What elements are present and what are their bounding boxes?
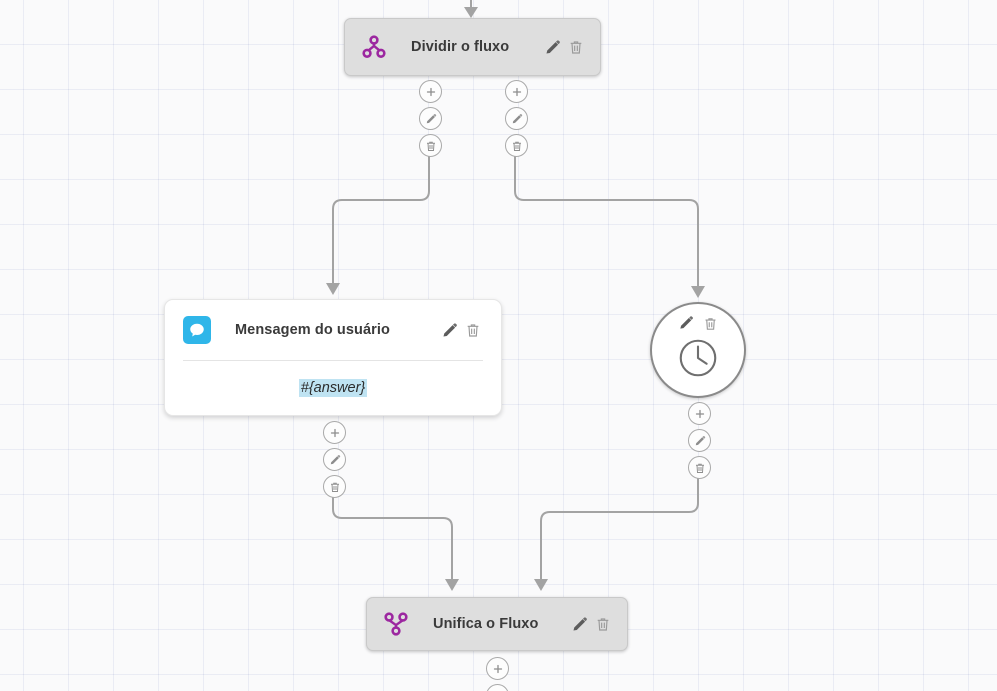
edit-icon[interactable]: [323, 448, 346, 471]
delay-node[interactable]: [650, 302, 746, 398]
add-icon[interactable]: [323, 421, 346, 444]
merge-branch-icon: [383, 611, 409, 637]
edit-icon[interactable]: [419, 107, 442, 130]
split-branch-icon: [361, 34, 387, 60]
edge-controls-merge-out[interactable]: [486, 657, 509, 691]
edge-message-to-merge: [332, 496, 459, 591]
edit-icon[interactable]: [542, 37, 562, 57]
speech-bubble-icon: [183, 316, 211, 344]
add-icon[interactable]: [688, 402, 711, 425]
edit-icon[interactable]: [688, 429, 711, 452]
edge-controls-split-left[interactable]: [419, 80, 442, 157]
add-icon[interactable]: [505, 80, 528, 103]
delete-icon[interactable]: [505, 134, 528, 157]
delete-icon[interactable]: [688, 456, 711, 479]
message-divider: [183, 360, 483, 361]
edge-controls-delay-out[interactable]: [688, 402, 711, 479]
message-node-title: Mensagem do usuário: [235, 322, 390, 338]
delay-node-tools: [676, 313, 720, 333]
edit-icon[interactable]: [505, 107, 528, 130]
edge-split-left-to-message: [326, 155, 430, 295]
variable-token[interactable]: #{answer}: [298, 379, 368, 397]
edge-controls-split-right[interactable]: [505, 80, 528, 157]
message-body: #{answer}: [165, 361, 501, 415]
edit-icon[interactable]: [569, 614, 589, 634]
edit-icon[interactable]: [676, 313, 696, 333]
delete-icon[interactable]: [593, 614, 613, 634]
merge-flow-node[interactable]: Unifica o Fluxo: [366, 597, 628, 651]
edge-entry-to-split: [464, 0, 478, 18]
delete-icon[interactable]: [323, 475, 346, 498]
delete-icon[interactable]: [700, 313, 720, 333]
split-flow-node[interactable]: Dividir o fluxo: [344, 18, 601, 76]
delete-icon[interactable]: [419, 134, 442, 157]
add-icon[interactable]: [486, 657, 509, 680]
add-icon[interactable]: [419, 80, 442, 103]
user-message-node[interactable]: Mensagem do usuário: [164, 299, 502, 416]
edge-controls-message-out[interactable]: [323, 421, 346, 498]
delete-icon[interactable]: [463, 320, 483, 340]
delete-icon[interactable]: [566, 37, 586, 57]
edge-delay-to-merge: [534, 477, 699, 591]
merge-node-title: Unifica o Fluxo: [433, 616, 539, 632]
split-node-title: Dividir o fluxo: [411, 39, 510, 55]
clock-icon: [675, 335, 721, 386]
edge-split-right-to-delay: [514, 155, 705, 298]
edit-icon[interactable]: [439, 320, 459, 340]
edit-icon[interactable]: [486, 684, 509, 691]
